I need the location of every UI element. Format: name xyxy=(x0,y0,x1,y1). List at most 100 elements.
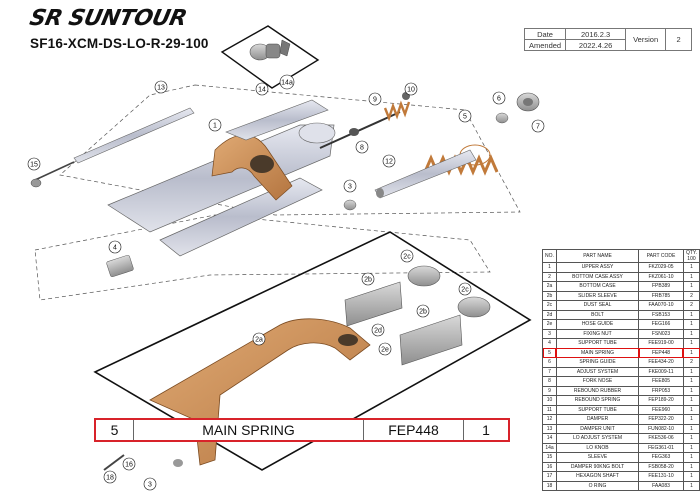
parts-cell-qty: 1 xyxy=(682,442,700,453)
parts-cell-code: FEP189-20 xyxy=(638,395,684,406)
version-table: Date 2016.2.3 Version 2 Amended 2022.4.2… xyxy=(523,28,693,51)
parts-cell-code: FSB153 xyxy=(638,309,684,320)
parts-cell-code: FRP053 xyxy=(638,385,684,396)
parts-cell-name: ADJUST SYSTEM xyxy=(555,366,640,377)
parts-cell-code: FPB389 xyxy=(638,281,684,292)
parts-cell-no: 10 xyxy=(542,395,557,406)
callout-15: 15 xyxy=(27,157,41,171)
parts-cell-no: 6 xyxy=(542,357,557,368)
parts-cell-name: MAIN SPRING xyxy=(555,347,640,358)
parts-cell-name: SUPPORT TUBE xyxy=(555,404,640,415)
parts-cell-name: DAMPER 90KNG BOLT xyxy=(555,461,640,472)
callout-14: 14 xyxy=(255,82,269,96)
parts-cell-qty: 1 xyxy=(682,471,700,482)
callout-2b-top: 2b xyxy=(361,272,375,286)
parts-cell-name: LO ADJUST SYSTEM xyxy=(555,433,640,444)
highlight-code: FEP448 xyxy=(364,420,464,440)
callout-2b-low: 2b xyxy=(416,304,430,318)
svg-text:3: 3 xyxy=(148,482,152,489)
callout-5: 5 xyxy=(458,109,472,123)
parts-cell-name: SUPPORT TUBE xyxy=(555,338,640,349)
svg-text:13: 13 xyxy=(157,85,165,92)
svg-text:1: 1 xyxy=(213,123,217,130)
callout-1: 1 xyxy=(208,118,222,132)
lo-adjust-system-part xyxy=(249,39,291,61)
parts-cell-no: 18 xyxy=(542,480,557,491)
parts-cell-qty: 2 xyxy=(682,357,700,368)
parts-cell-name: REBOUND SPRING xyxy=(555,395,640,406)
lo-adjust-box xyxy=(220,25,320,89)
svg-text:15: 15 xyxy=(30,162,38,169)
parts-cell-code: FEG166 xyxy=(638,319,684,330)
parts-cell-no: 1 xyxy=(542,262,557,273)
callout-3: 3 xyxy=(343,179,357,193)
fixing-nut-part xyxy=(343,199,357,211)
callout-2c-top: 2c xyxy=(400,249,414,263)
parts-cell-name: BOTTOM CASE xyxy=(555,281,640,292)
callout-4: 4 xyxy=(108,240,122,254)
model-title: SF16-XCM-DS-LO-R-29-100 xyxy=(30,36,209,51)
svg-text:2d: 2d xyxy=(374,328,382,335)
svg-text:3: 3 xyxy=(348,184,352,191)
parts-cell-qty: 1 xyxy=(682,423,700,434)
parts-cell-code: FSN023 xyxy=(638,328,684,339)
svg-text:2e: 2e xyxy=(381,347,389,354)
parts-cell-qty: 1 xyxy=(682,328,700,339)
svg-text:2b: 2b xyxy=(364,277,372,284)
callout-2e: 2e xyxy=(378,342,392,356)
parts-cell-no: 13 xyxy=(542,423,557,434)
damper-bolt-parts xyxy=(103,454,183,471)
damper-unit-part xyxy=(30,107,195,188)
svg-text:6: 6 xyxy=(497,96,501,103)
parts-cell-no: 11 xyxy=(542,404,557,415)
callout-2c-low: 2c xyxy=(458,282,472,296)
col-qty: QTY.100 xyxy=(682,249,700,263)
parts-cell-no: 2b xyxy=(542,290,557,301)
parts-cell-no: 14a xyxy=(542,442,557,453)
parts-cell-code: FKE009-11 xyxy=(638,366,684,377)
parts-cell-no: 17 xyxy=(542,471,557,482)
col-part-name: PART NAME xyxy=(555,249,640,263)
highlight-no: 5 xyxy=(96,420,134,440)
parts-cell-name: HEXAGON SHAFT xyxy=(555,471,640,482)
amended-value: 2022.4.26 xyxy=(565,39,627,51)
parts-cell-no: 7 xyxy=(542,366,557,377)
parts-cell-code: FEP322-20 xyxy=(638,414,684,425)
dashed-outlines xyxy=(34,84,521,301)
parts-cell-name: REBOUND RUBBER xyxy=(555,385,640,396)
parts-cell-qty: 1 xyxy=(682,433,700,444)
parts-cell-name: DAMPER UNIT xyxy=(555,423,640,434)
parts-cell-no: 5 xyxy=(542,347,557,358)
parts-cell-code: FEE960 xyxy=(638,404,684,415)
damper-part xyxy=(374,149,477,199)
parts-cell-name: DUST SEAL xyxy=(555,300,640,311)
callout-2a: 2a xyxy=(252,332,266,346)
svg-text:8: 8 xyxy=(360,145,364,152)
svg-text:16: 16 xyxy=(125,462,133,469)
parts-cell-qty: 2 xyxy=(682,300,700,311)
svg-text:18: 18 xyxy=(106,475,114,482)
svg-text:14: 14 xyxy=(258,87,266,94)
parts-cell-no: 15 xyxy=(542,452,557,463)
parts-cell-name: SLIDER SLEEVE xyxy=(555,290,640,301)
callouts: 13 1 15 14 14a 9 10 5 6 7 8 12 3 4 2c 2b… xyxy=(27,74,545,491)
parts-cell-code: FEP448 xyxy=(638,347,684,358)
